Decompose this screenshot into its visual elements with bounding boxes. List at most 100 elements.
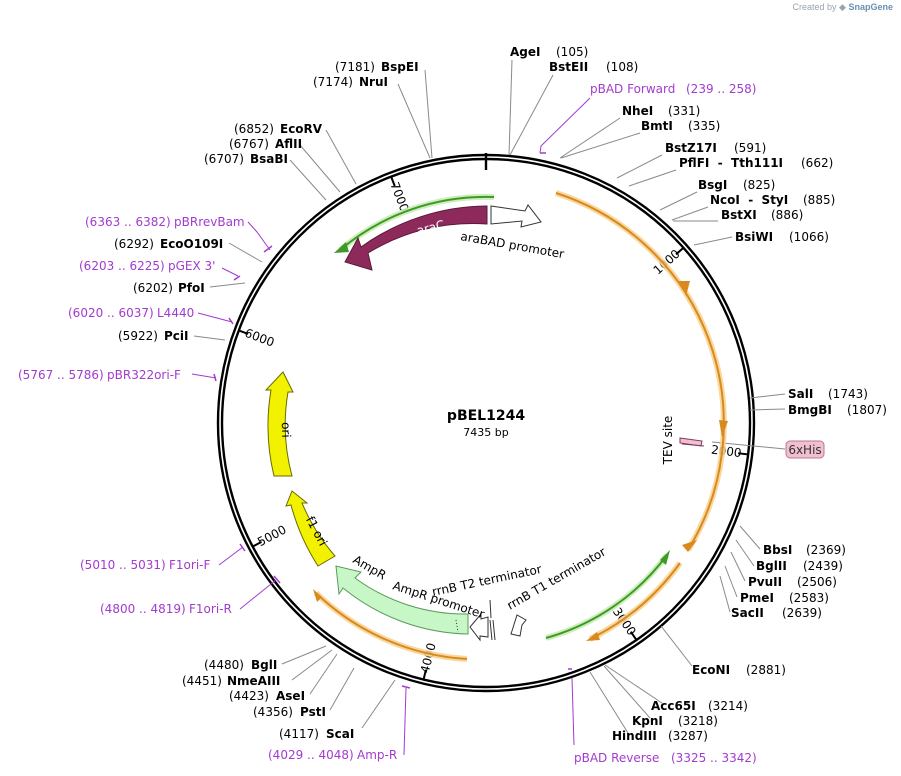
primer-leader-l4440 [197,312,233,323]
enzyme-nrui-name: NruI [359,75,388,89]
primer-f1ori-f-name: F1ori-F [169,558,210,572]
enzyme-asei-name: AseI [276,689,305,703]
leader-sacii [719,575,731,613]
primer-l4440-range: (6020 .. 6037) [68,306,154,320]
enzyme-pflfi-pos: (662) [801,156,833,170]
primer-mark-f1ori-f [239,543,246,552]
enzyme-pmei-name: PmeI [740,591,774,605]
enzyme-sacii-name: SacII [731,606,764,620]
leader-ecoo109i [228,242,263,263]
enzyme-pvuii-pos: (2506) [797,575,837,589]
tick-mark [738,452,749,456]
orf-green-arrow [660,550,670,565]
orf-green-top-arc [339,195,495,251]
enzyme-econi-name: EcoNI [692,663,730,677]
enzyme-nhei-pos: (331) [668,104,700,118]
primer-pbad-reverse-range: (3325 .. 3342) [671,751,757,765]
feature-tev-site-2 [681,443,705,447]
enzyme-sali-pos: (1743) [828,387,868,401]
primer-leader-lines [191,97,591,756]
orf-green-arc [545,554,668,639]
enzyme-bmti-name: BmtI [641,119,673,133]
enzyme-pvuii-name: PvuII [748,575,782,589]
orf-orange-lower-arc [589,562,681,640]
primer-pgex3-range: (6203 .. 6225) [79,259,165,273]
enzyme-ecoo109i-pos: (6292) [114,237,154,251]
feature-arac [344,205,488,271]
enzyme-bmgbi-pos: (1807) [847,403,887,417]
feature-ori-label: ori [279,422,294,438]
leader-kpni [603,665,651,719]
enzyme-aflii-pos: (6767) [229,137,269,151]
primer-mark-pbr322ori-f [213,373,217,382]
leader-bgli [281,645,327,665]
enzyme-nrui-pos: (7174) [313,75,353,89]
orf-orange-left-arc [315,592,468,660]
enzyme-bspei-name: BspEI [381,60,419,74]
feature-rrnb-t2 [489,619,496,641]
primer-mark-amp-r [401,685,411,689]
enzyme-bglii-name: BglII [756,559,787,573]
leader-pvuii [730,551,746,582]
feature-tev-site-label: TEV site [661,416,675,466]
enzyme-pfoi-pos: (6202) [133,281,173,295]
enzyme-sacii-pos: (2639) [782,606,822,620]
enzyme-bmgbi-name: BmgBI [788,403,832,417]
primer-f1ori-f-range: (5010 .. 5031) [80,558,166,572]
leader-bsiwi [693,236,733,246]
primer-pbrrevbam-range: (6363 .. 6382) [85,215,171,229]
leader-bmti [560,132,641,159]
leader-bspei [424,69,433,159]
primer-pgex3-name: pGEX 3' [168,259,215,273]
leader-bsabi [289,159,327,201]
orf-orange-glow [555,190,727,552]
primer-leader-f1ori-r [239,579,277,610]
leader-sali [749,393,786,399]
enzyme-ecorv-pos: (6852) [234,122,274,136]
enzyme-bsabi-pos: (6707) [204,152,244,166]
enzyme-bglii-pos: (2439) [803,559,843,573]
enzyme-bgli-pos: (4480) [204,658,244,672]
enzyme-econi-pos: (2881) [746,663,786,677]
primer-leader-pbad-forward [539,97,591,154]
feature-arabad-promoter [490,204,542,228]
tick-label: 6000 [243,326,277,350]
enzyme-sali-name: SalI [788,387,813,401]
tick-mark [422,669,427,680]
leader-bstz17i [616,154,663,179]
enzyme-aflii-name: AflII [275,137,302,151]
enzyme-kpni-name: KpnI [632,714,663,728]
primer-mark-pgex3 [233,275,241,281]
enzyme-bsiwi-name: BsiWI [735,230,773,244]
enzyme-bstz17i-name: BstZ17I [665,141,717,155]
primer-leader-pbr322ori-f [191,373,217,379]
primer-l4440-name: L4440 [157,306,194,320]
enzyme-asei-pos: (4423) [229,689,269,703]
feature-ampr-promoter [469,612,489,642]
primer-leader-pbad-reverse [571,677,575,746]
ampr-dotted-end [455,619,459,633]
feature-arabad-promoter-label: araBAD promoter [459,229,565,261]
primer-f1ori-r-range: (4800 .. 4819) [100,602,186,616]
watermark-prefix: Created by [792,2,837,12]
rrnb-t2-leader [489,599,492,619]
enzyme-hindiii-pos: (3287) [668,729,708,743]
tick-mark [675,247,685,256]
snapgene-watermark: Created by ◆ SnapGene [793,2,894,13]
enzyme-scai-pos: (4117) [279,727,319,741]
primer-pbr322ori-f-range: (5767 .. 5786) [18,368,104,382]
tag-6xhis-label: 6xHis [788,443,821,457]
leader-hindiii [589,671,629,734]
plasmid-length: 7435 bp [463,426,509,439]
enzyme-bstz17i-pos: (591) [734,141,766,155]
leader-acc65i [604,664,663,704]
orf-green-top-arrow [334,242,349,253]
leader-agei [508,59,513,156]
enzyme-ncoi-pos: (885) [803,193,835,207]
orf-orange-arrow-3 [682,540,697,552]
leader-pfoi [209,282,246,288]
enzyme-ncoi-name: NcoI - StyI [710,193,788,207]
leader-pmei [724,565,738,598]
enzyme-bgli-name: BglI [251,658,277,672]
enzyme-labels: AgeI (105) BstEII (108) NheI (331) BmtI … [114,45,887,743]
